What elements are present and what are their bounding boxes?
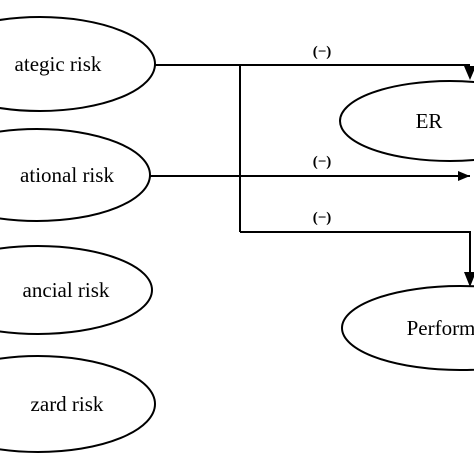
- node-hazard-risk-ellipse: [0, 355, 156, 453]
- node-erm-ellipse: [339, 80, 474, 162]
- arrowhead-to-performance: [464, 272, 474, 287]
- node-hazard-risk-label: zard risk: [31, 392, 104, 416]
- node-operational-risk-label: ational risk: [20, 163, 114, 187]
- node-erm: ER: [339, 80, 474, 162]
- node-hazard-risk: zard risk: [0, 355, 156, 453]
- node-performance-label: Perform: [407, 316, 474, 340]
- edge-strategic-to-erm-label: (−): [313, 44, 332, 60]
- connectors: [150, 64, 474, 287]
- node-operational-risk: ational risk: [0, 128, 151, 222]
- node-financial-risk-label: ancial risk: [23, 278, 110, 302]
- node-strategic-risk-ellipse: [0, 16, 156, 112]
- node-operational-risk-ellipse: [0, 128, 151, 222]
- node-financial-risk: ancial risk: [0, 245, 153, 335]
- arrowhead-strategic-to-erm: [464, 66, 474, 80]
- node-financial-risk-ellipse: [0, 245, 153, 335]
- node-strategic-risk-label: ategic risk: [15, 52, 102, 76]
- node-performance-ellipse: [341, 285, 474, 371]
- node-strategic-risk: ategic risk: [0, 16, 156, 112]
- arrowhead-operational-to-erm: [458, 171, 470, 181]
- edge-operational-to-erm-label: (−): [313, 154, 332, 170]
- node-performance: Perform: [341, 285, 474, 371]
- node-erm-label: ER: [416, 109, 443, 133]
- edge-to-performance-line: [240, 231, 471, 280]
- edge-to-performance-label: (−): [313, 210, 332, 226]
